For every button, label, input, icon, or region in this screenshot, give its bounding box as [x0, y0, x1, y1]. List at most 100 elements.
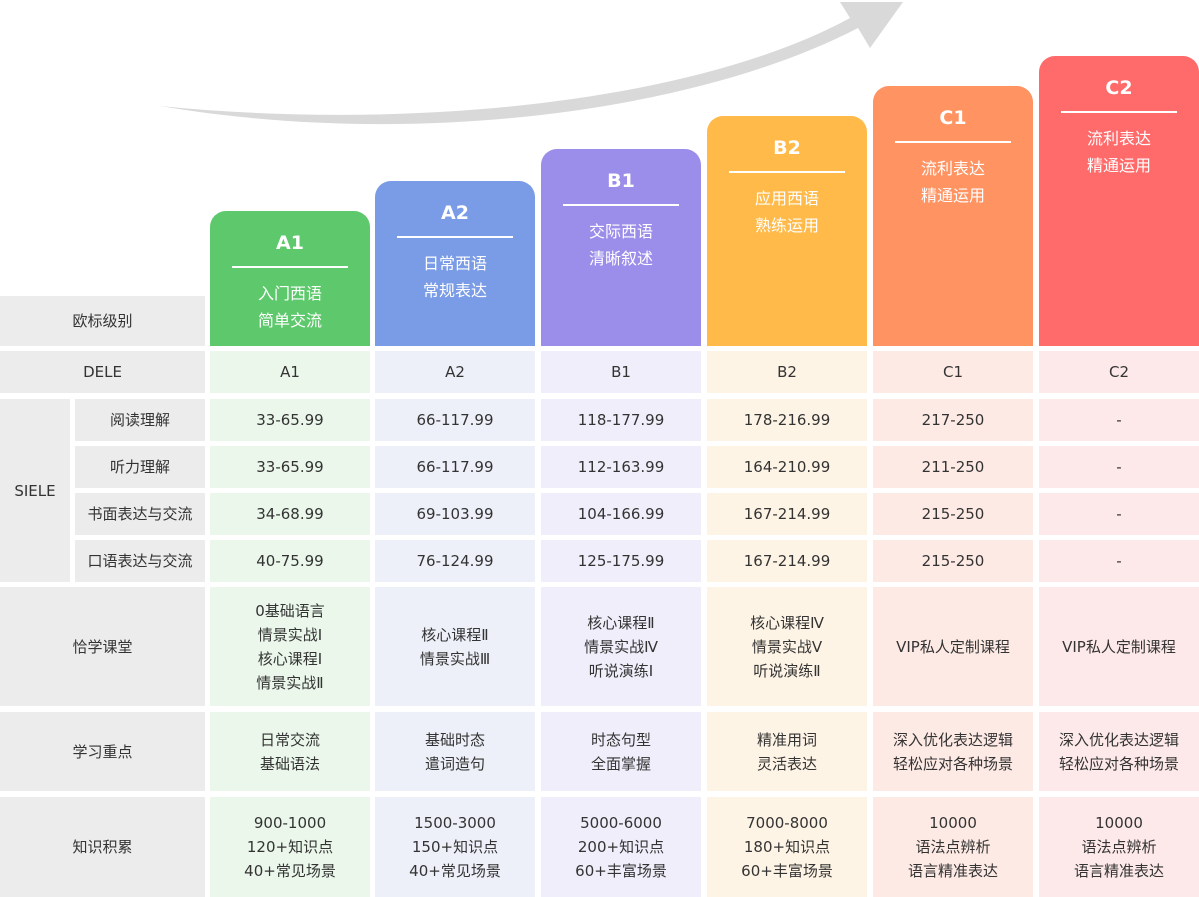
cell-line: 120+知识点 — [246, 838, 334, 856]
level-description: 精通运用 — [1086, 156, 1151, 175]
cell-line: 180+知识点 — [743, 838, 831, 856]
knowledge-cell: 7000-8000 180+知识点 60+丰富场景 — [707, 797, 867, 897]
siele-score-cell: 178-216.99 — [707, 399, 867, 441]
course-cell: VIP私人定制课程 — [873, 587, 1033, 706]
siele-sub-label: 阅读理解 — [75, 399, 205, 441]
level-description: 熟练运用 — [754, 216, 819, 235]
cell-line: 7000-8000 — [746, 814, 828, 832]
siele-sub-label: 口语表达与交流 — [75, 540, 205, 582]
siele-score-cell: 167-214.99 — [707, 493, 867, 535]
cell-line: 语法点辨析 — [1081, 838, 1157, 856]
level-code: C2 — [1105, 77, 1133, 99]
siele-score-cell: - — [1039, 493, 1199, 535]
cell-line: 40+常见场景 — [409, 862, 501, 880]
cell-line: 10000 — [929, 814, 977, 832]
level-description: 日常西语 — [422, 254, 487, 273]
cell-line: VIP私人定制课程 — [1062, 637, 1176, 656]
siele-score-cell: 104-166.99 — [541, 493, 701, 535]
course-label: 恰学课堂 — [0, 587, 205, 706]
cell-line: 全面掌握 — [590, 754, 651, 773]
siele-sub-label: 书面表达与交流 — [75, 493, 205, 535]
level-code: A1 — [276, 232, 304, 254]
dele-cell: B1 — [541, 351, 701, 393]
cell-line: 0基础语言 — [255, 601, 325, 620]
siele-score-cell: 167-214.99 — [707, 540, 867, 582]
level-header-c2: C2 流利表达精通运用 — [1039, 56, 1199, 346]
level-description: 常规表达 — [422, 281, 487, 300]
siele-score-cell: 66-117.99 — [375, 399, 535, 441]
siele-score-cell: 33-65.99 — [210, 446, 370, 488]
focus-cell: 基础时态遣词造句 — [375, 712, 535, 791]
cell-line: 10000 — [1095, 814, 1143, 832]
cell-line: 情景实战Ⅱ — [256, 673, 324, 692]
knowledge-cell: 900-1000 120+知识点 40+常见场景 — [210, 797, 370, 897]
cell-line: 听说演练Ⅰ — [588, 661, 654, 680]
cell-line: 灵活表达 — [756, 754, 817, 773]
course-cell: 核心课程Ⅱ 情景实战Ⅳ 听说演练Ⅰ — [541, 587, 701, 706]
level-divider — [729, 171, 845, 173]
focus-cell: 精准用词灵活表达 — [707, 712, 867, 791]
level-divider — [232, 266, 348, 268]
dele-cell: B2 — [707, 351, 867, 393]
cell-line: VIP私人定制课程 — [896, 637, 1010, 656]
cell-line: 精准用词 — [756, 730, 817, 749]
level-description: 清晰叙述 — [588, 249, 653, 268]
siele-label: SIELE — [0, 399, 70, 582]
cell-line: 60+丰富场景 — [575, 862, 667, 880]
siele-score-cell: - — [1039, 446, 1199, 488]
cell-line: 5000-6000 — [580, 814, 662, 832]
cell-line: 遣词造句 — [424, 754, 485, 773]
cefr-label: 欧标级别 — [0, 296, 205, 346]
siele-score-cell: - — [1039, 399, 1199, 441]
cell-line: 基础语法 — [259, 754, 320, 773]
focus-cell: 日常交流基础语法 — [210, 712, 370, 791]
cell-line: 核心课程Ⅱ — [587, 613, 655, 632]
course-cell: VIP私人定制课程 — [1039, 587, 1199, 706]
level-divider — [397, 236, 513, 238]
siele-sub-label: 听力理解 — [75, 446, 205, 488]
cell-line: 语法点辨析 — [915, 838, 991, 856]
cell-line: 核心课程Ⅳ — [750, 613, 824, 632]
level-description: 精通运用 — [920, 186, 985, 205]
cell-line: 语言精准表达 — [1073, 862, 1164, 880]
focus-cell: 深入优化表达逻辑轻松应对各种场景 — [1039, 712, 1199, 791]
level-description: 流利表达 — [1086, 129, 1151, 148]
cell-line: 深入优化表达逻辑 — [892, 730, 1013, 749]
cell-line: 1500-3000 — [414, 814, 496, 832]
siele-score-cell: 112-163.99 — [541, 446, 701, 488]
siele-score-cell: 118-177.99 — [541, 399, 701, 441]
cell-line: 日常交流 — [259, 730, 320, 749]
siele-score-cell: 164-210.99 — [707, 446, 867, 488]
siele-score-cell: 40-75.99 — [210, 540, 370, 582]
cell-line: 核心课程Ⅰ — [257, 649, 323, 668]
cell-line: 听说演练Ⅱ — [753, 661, 821, 680]
siele-score-cell: 76-124.99 — [375, 540, 535, 582]
focus-cell: 深入优化表达逻辑轻松应对各种场景 — [873, 712, 1033, 791]
knowledge-label: 知识积累 — [0, 797, 205, 897]
siele-score-cell: 33-65.99 — [210, 399, 370, 441]
level-description: 入门西语 — [257, 284, 322, 303]
level-divider — [1061, 111, 1177, 113]
cell-line: 40+常见场景 — [244, 862, 336, 880]
cell-line: 900-1000 — [253, 814, 327, 832]
dele-cell: C1 — [873, 351, 1033, 393]
dele-cell: A1 — [210, 351, 370, 393]
level-description: 应用西语 — [754, 189, 819, 208]
cell-line: 情景实战Ⅳ — [584, 637, 658, 656]
cell-line: 语言精准表达 — [907, 862, 998, 880]
cell-line: 200+知识点 — [577, 838, 665, 856]
siele-score-cell: 69-103.99 — [375, 493, 535, 535]
focus-cell: 时态句型全面掌握 — [541, 712, 701, 791]
cell-line: 深入优化表达逻辑 — [1058, 730, 1179, 749]
cell-line: 60+丰富场景 — [741, 862, 833, 880]
knowledge-cell: 10000 语法点辨析语言精准表达 — [1039, 797, 1199, 897]
level-code: C1 — [939, 107, 967, 129]
siele-score-cell: 34-68.99 — [210, 493, 370, 535]
